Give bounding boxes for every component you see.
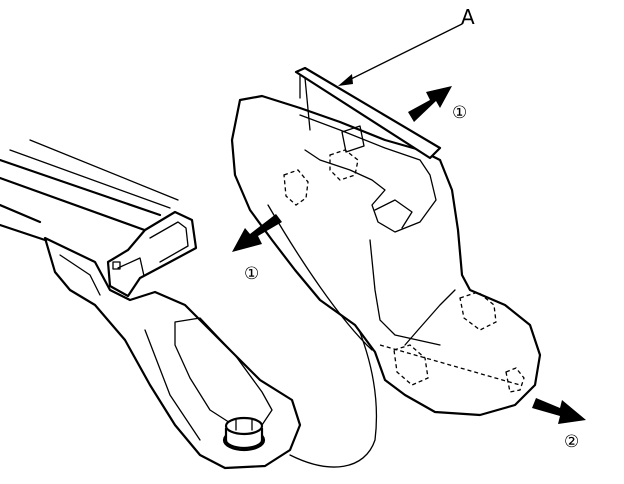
roof-rail: [0, 139, 198, 298]
arrow-down-left-icon: [232, 214, 282, 252]
foot-cover: [230, 94, 542, 417]
part-a-cover-strip: [294, 66, 442, 160]
label-step-2: ②: [564, 432, 579, 452]
label-step-1-top: ①: [452, 103, 467, 123]
label-step-1-left: ①: [244, 264, 259, 284]
leader-arrowhead: [338, 74, 353, 86]
label-part-a: A: [461, 5, 475, 29]
leader-line-a: [344, 23, 463, 83]
strap-outline: [289, 319, 378, 468]
arrow-up-right-icon: [408, 86, 452, 122]
bolt-icon: [222, 416, 266, 452]
arrow-down-right-icon: [532, 398, 586, 424]
rail-bracket: [43, 236, 302, 470]
